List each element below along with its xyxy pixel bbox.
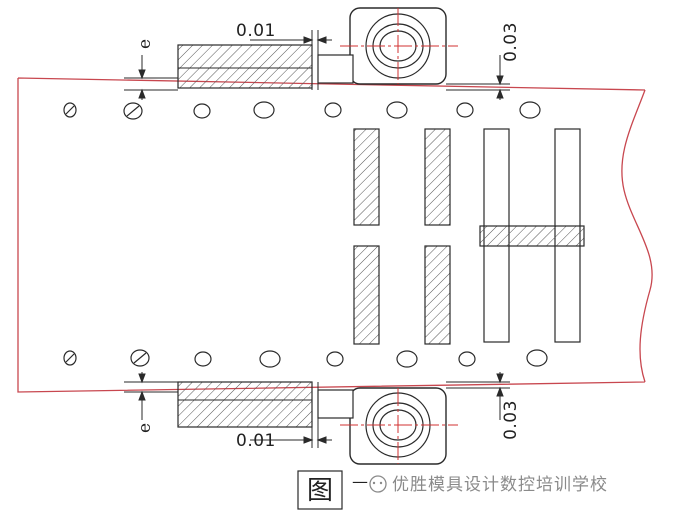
figure-caption-char: 图 bbox=[307, 476, 333, 506]
wechat-icon bbox=[369, 475, 387, 493]
dimension-top-gap bbox=[124, 55, 178, 100]
dim-bottom-clearance-label: 0.01 bbox=[236, 431, 276, 451]
bottom-pilot-assembly bbox=[177, 381, 458, 465]
dim-top-offset-label: 0.03 bbox=[501, 22, 521, 62]
pilot-holes-bottom-row bbox=[63, 349, 548, 368]
figure-caption: 图 — bbox=[297, 470, 368, 510]
hatched-crossbar bbox=[479, 225, 585, 247]
dim-bottom-gap-symbol: e bbox=[135, 423, 155, 433]
dim-top-gap-symbol: e bbox=[135, 39, 155, 49]
bottom-pilot-hatched-block bbox=[177, 381, 313, 428]
dimension-bottom-clearance bbox=[250, 382, 332, 448]
dim-bottom-offset-label: 0.03 bbox=[501, 400, 521, 440]
dimension-top-clearance bbox=[250, 30, 332, 90]
open-slots bbox=[479, 128, 585, 343]
dim-top-clearance-label: 0.01 bbox=[236, 21, 276, 41]
top-pilot-hatched-block bbox=[177, 44, 313, 89]
pilot-holes-top-row bbox=[63, 101, 541, 120]
top-pilot-assembly bbox=[177, 7, 458, 89]
figure-caption-number: — bbox=[352, 472, 368, 491]
strip-outline bbox=[17, 77, 653, 393]
watermark-text: 优胜模具设计数控培训学校 bbox=[392, 475, 608, 495]
dimension-bottom-offset bbox=[446, 372, 510, 420]
dimension-top-offset bbox=[446, 55, 510, 100]
dimension-bottom-gap bbox=[124, 372, 178, 420]
hatched-slots bbox=[353, 128, 451, 345]
watermark: 优胜模具设计数控培训学校 bbox=[369, 475, 608, 495]
